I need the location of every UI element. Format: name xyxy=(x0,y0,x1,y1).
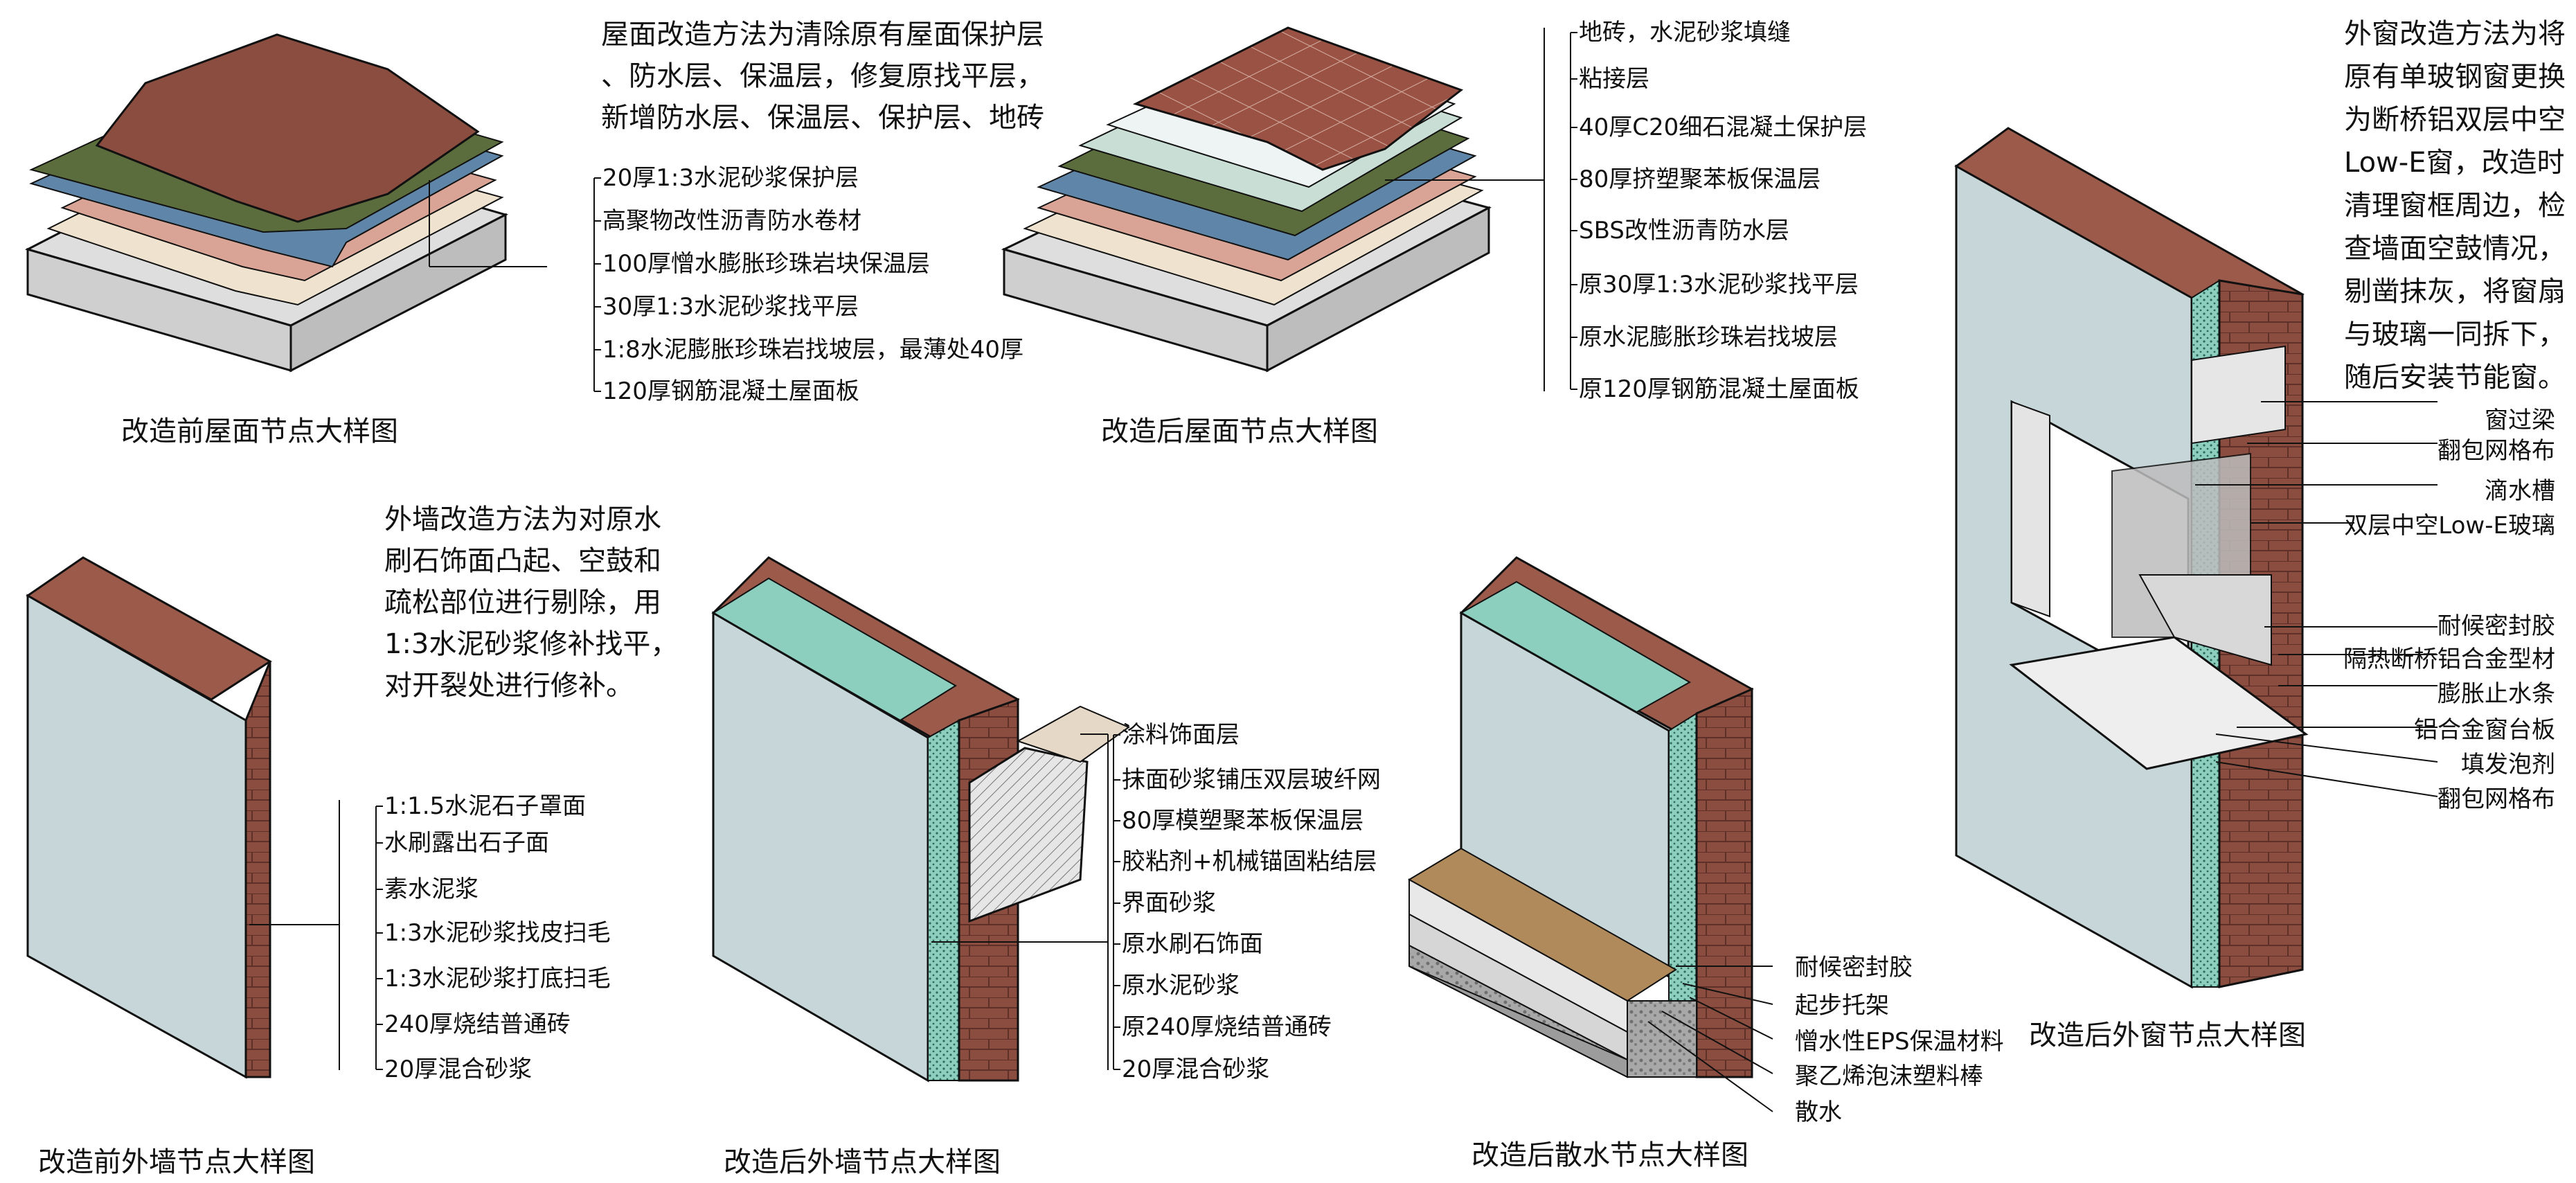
roof-before-label: 高聚物改性沥青防水卷材 xyxy=(602,207,861,235)
roof-before-description-line: 新增防水层、保温层、保护层、地砖 xyxy=(601,102,1044,134)
roof-after-label: 原30厚1:3水泥砂浆找平层 xyxy=(1579,271,1859,299)
roof-after-label: 原水泥膨胀珍珠岩找坡层 xyxy=(1579,323,1838,351)
wall-before-description-line: 疏松部位进行剔除，用 xyxy=(384,587,661,619)
wall-after-label: 胶粘剂+机械锚固粘结层 xyxy=(1122,848,1377,875)
wall-before-drawing xyxy=(26,556,340,1079)
wall-before-caption: 改造前外墙节点大样图 xyxy=(38,1146,315,1178)
window-after-label: 翻包网格布 xyxy=(2438,785,2555,813)
wall-before-label: 水刷露出石子面 xyxy=(384,829,549,857)
window-after-description-line: Low-E窗，改造时 xyxy=(2344,147,2565,179)
apron-after-label: 散水 xyxy=(1795,1098,1842,1126)
wall-before-label: 1:3水泥砂浆找皮扫毛 xyxy=(384,919,611,947)
wall-after-label: 界面砂浆 xyxy=(1122,889,1216,917)
window-after-caption: 改造后外窗节点大样图 xyxy=(2029,1020,2306,1051)
window-after-description-line: 剔凿抹灰，将窗扇 xyxy=(2344,276,2566,308)
window-after-description-line: 原有单玻钢窗更换 xyxy=(2344,61,2566,93)
apron-after-label: 起步托架 xyxy=(1795,992,1889,1020)
wall-before-description-line: 1:3水泥砂浆修补找平， xyxy=(384,628,679,660)
roof-after-caption: 改造后屋面节点大样图 xyxy=(1101,416,1378,447)
window-after-label: 膨胀止水条 xyxy=(2438,680,2555,708)
window-after-description-line: 外窗改造方法为将 xyxy=(2344,18,2566,50)
window-after-description-line: 清理窗框周边，检 xyxy=(2344,190,2566,222)
window-after-description: 外窗改造方法为将 原有单玻钢窗更换 为断桥铝双层中空 Low-E窗，改造时 清理… xyxy=(2344,12,2566,399)
window-lintel xyxy=(2191,345,2286,445)
roof-before-drawing xyxy=(24,33,547,373)
apron-after-drawing xyxy=(1408,556,1773,1112)
roof-after-label: 粘接层 xyxy=(1579,65,1649,93)
window-after-label: 双层中空Low-E玻璃 xyxy=(2344,512,2555,540)
window-after-label: 翻包网格布 xyxy=(2438,437,2555,465)
roof-before-description-line: 、防水层、保温层，修复原找平层， xyxy=(601,60,1044,92)
apron-after-label: 耐候密封胶 xyxy=(1795,954,1913,981)
wall-before-description-line: 刷石饰面凸起、空鼓和 xyxy=(384,545,661,577)
roof-after-label: 原120厚钢筋混凝土屋面板 xyxy=(1579,375,1859,403)
roof-before-label: 20厚1:3水泥砂浆保护层 xyxy=(602,164,859,192)
wall-before-description: 外墙改造方法为对原水 刷石饰面凸起、空鼓和 疏松部位进行剔除，用 1:3水泥砂浆… xyxy=(384,499,678,706)
window-after-description-line: 随后安装节能窗。 xyxy=(2344,362,2566,393)
apron-after-ground xyxy=(1627,1000,1697,1078)
roof-after-label: 40厚C20细石混凝土保护层 xyxy=(1579,114,1868,141)
wall-after-caption: 改造后外墙节点大样图 xyxy=(724,1146,1001,1178)
roof-before-caption: 改造前屋面节点大样图 xyxy=(121,416,398,447)
roof-before-label: 30厚1:3水泥砂浆找平层 xyxy=(602,293,859,321)
wall-after-label: 20厚混合砂浆 xyxy=(1122,1056,1270,1083)
apron-after-caption: 改造后散水节点大样图 xyxy=(1472,1139,1748,1171)
wall-after-label: 原240厚烧结普通砖 xyxy=(1122,1013,1332,1041)
roof-before-protective-layer xyxy=(95,33,480,223)
wall-after-label: 原水泥砂浆 xyxy=(1122,972,1240,999)
window-after-label: 滴水槽 xyxy=(2485,477,2555,505)
wall-before-label: 素水泥浆 xyxy=(384,875,478,903)
wall-after-label: 涂料饰面层 xyxy=(1122,721,1240,749)
wall-after-insulation-edge xyxy=(927,719,960,1081)
window-after-description-line: 为断桥铝双层中空 xyxy=(2344,104,2566,136)
wall-before-label: 1:1.5水泥石子罩面 xyxy=(384,792,587,820)
window-after-label: 填发泡剂 xyxy=(2461,751,2555,779)
wall-before-label: 1:3水泥砂浆打底扫毛 xyxy=(384,965,611,993)
window-after-label: 铝合金窗台板 xyxy=(2414,716,2555,744)
window-after-drawing xyxy=(1954,127,2438,989)
wall-after-drawing xyxy=(711,556,1131,1083)
wall-after-cut-top xyxy=(1016,705,1131,763)
wall-before-label: 20厚混合砂浆 xyxy=(384,1056,533,1083)
apron-after-label: 聚乙烯泡沫塑料棒 xyxy=(1795,1062,1983,1090)
leader-ticks xyxy=(375,32,1577,1070)
wall-after-label: 抹面砂浆铺压双层玻纤网 xyxy=(1122,766,1381,794)
window-opening-reveal xyxy=(2011,400,2050,618)
window-after-description-line: 与玻璃一同拆下， xyxy=(2344,319,2566,350)
window-sill-frame xyxy=(2138,574,2272,666)
roof-before-label: 100厚憎水膨胀珍珠岩块保温层 xyxy=(602,250,930,278)
roof-before-slab-side xyxy=(289,213,507,373)
roof-after-label: 80厚挤塑聚苯板保温层 xyxy=(1579,166,1821,193)
wall-before-label: 240厚烧结普通砖 xyxy=(384,1011,571,1038)
window-after-label: 窗过梁 xyxy=(2485,407,2555,434)
window-after-description-line: 查墙面空鼓情况， xyxy=(2344,233,2566,265)
roof-before-label: 1:8水泥膨胀珍珠岩找坡层，最薄处40厚 xyxy=(602,336,1023,364)
apron-after-insulation-edge xyxy=(1668,712,1697,1019)
wall-after-cut-section xyxy=(968,747,1089,923)
apron-after-label: 憎水性EPS保温材料 xyxy=(1795,1028,2004,1056)
apron-after-brick-side xyxy=(1695,687,1753,1078)
roof-after-slab-side xyxy=(1266,206,1490,373)
wall-before-description-line: 对开裂处进行修补。 xyxy=(384,670,634,702)
wall-before-description-line: 外墙改造方法为对原水 xyxy=(384,504,661,535)
roof-before-label: 120厚钢筋混凝土屋面板 xyxy=(602,377,859,405)
wall-after-label: 80厚模塑聚苯板保温层 xyxy=(1122,807,1364,835)
window-after-label: 隔热断桥铝合金型材 xyxy=(2343,646,2555,673)
roof-before-description: 屋面改造方法为清除原有屋面保护层 、防水层、保温层，修复原找平层， 新增防水层、… xyxy=(601,14,1044,139)
roof-after-label: SBS改性沥青防水层 xyxy=(1579,217,1789,244)
roof-before-description-line: 屋面改造方法为清除原有屋面保护层 xyxy=(601,19,1044,51)
roof-after-tile-layer xyxy=(1132,26,1464,171)
roof-after-drawing xyxy=(1001,26,1545,391)
wall-before-brick-side xyxy=(244,661,271,1078)
roof-after-label: 地砖，水泥砂浆填缝 xyxy=(1579,19,1791,46)
window-after-label: 耐候密封胶 xyxy=(2438,612,2555,640)
wall-after-label: 原水刷石饰面 xyxy=(1122,930,1263,958)
